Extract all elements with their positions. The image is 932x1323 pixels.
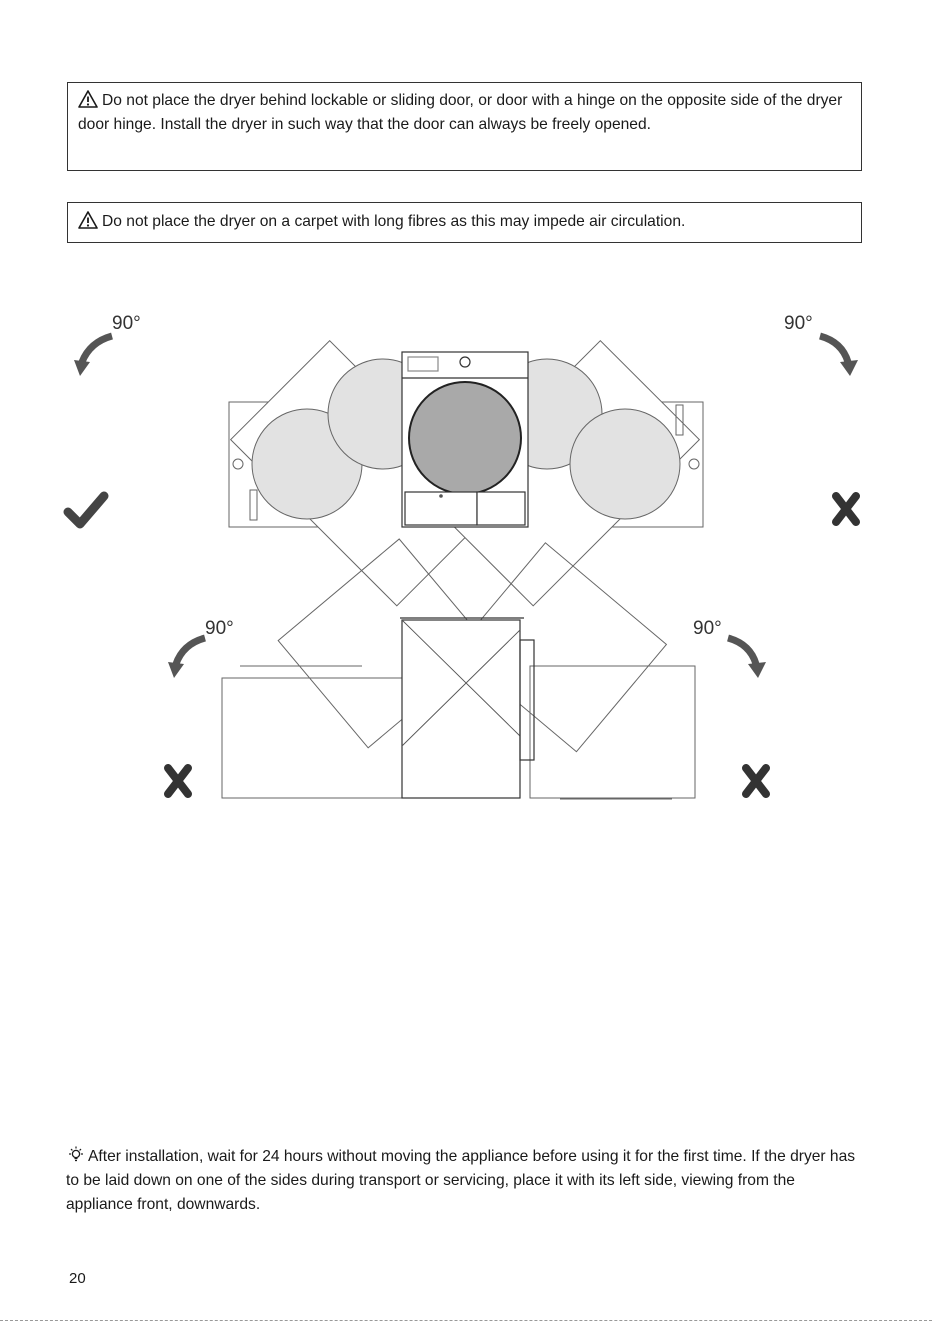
rotate-right-arrow-icon: [726, 634, 766, 678]
rotation-label-bottom-left: 90°: [205, 618, 234, 639]
rotate-right-arrow-icon: [818, 332, 858, 376]
lightbulb-icon: [69, 1146, 83, 1162]
warning-box-carpet: Do not place the dryer on a carpet with …: [67, 202, 862, 243]
rotate-left-arrow-icon: [168, 634, 207, 678]
cross-icon: [742, 764, 770, 798]
page-bottom-divider: [0, 1320, 932, 1321]
cross-icon: [832, 492, 860, 526]
rotation-label-top-right: 90°: [784, 313, 813, 334]
tip-text: After installation, wait for 24 hours wi…: [66, 1148, 856, 1213]
check-icon: [63, 491, 109, 529]
side-view-rotation-diagram: [164, 538, 770, 800]
cross-icon: [164, 764, 192, 798]
warning-triangle-icon: [78, 211, 98, 229]
rotate-left-arrow-icon: [74, 332, 114, 376]
front-view-rotation-diagram: [63, 332, 860, 607]
warning-box-door: Do not place the dryer behind lockable o…: [67, 82, 862, 171]
warning-text-carpet: Do not place the dryer on a carpet with …: [102, 213, 686, 230]
tip-paragraph: After installation, wait for 24 hours wi…: [66, 1145, 866, 1217]
warning-text-door: Do not place the dryer behind lockable o…: [78, 92, 843, 133]
rotation-label-bottom-right: 90°: [693, 618, 722, 639]
page-number: 20: [69, 1270, 86, 1287]
warning-triangle-icon: [78, 90, 98, 108]
rotation-label-top-left: 90°: [112, 313, 141, 334]
